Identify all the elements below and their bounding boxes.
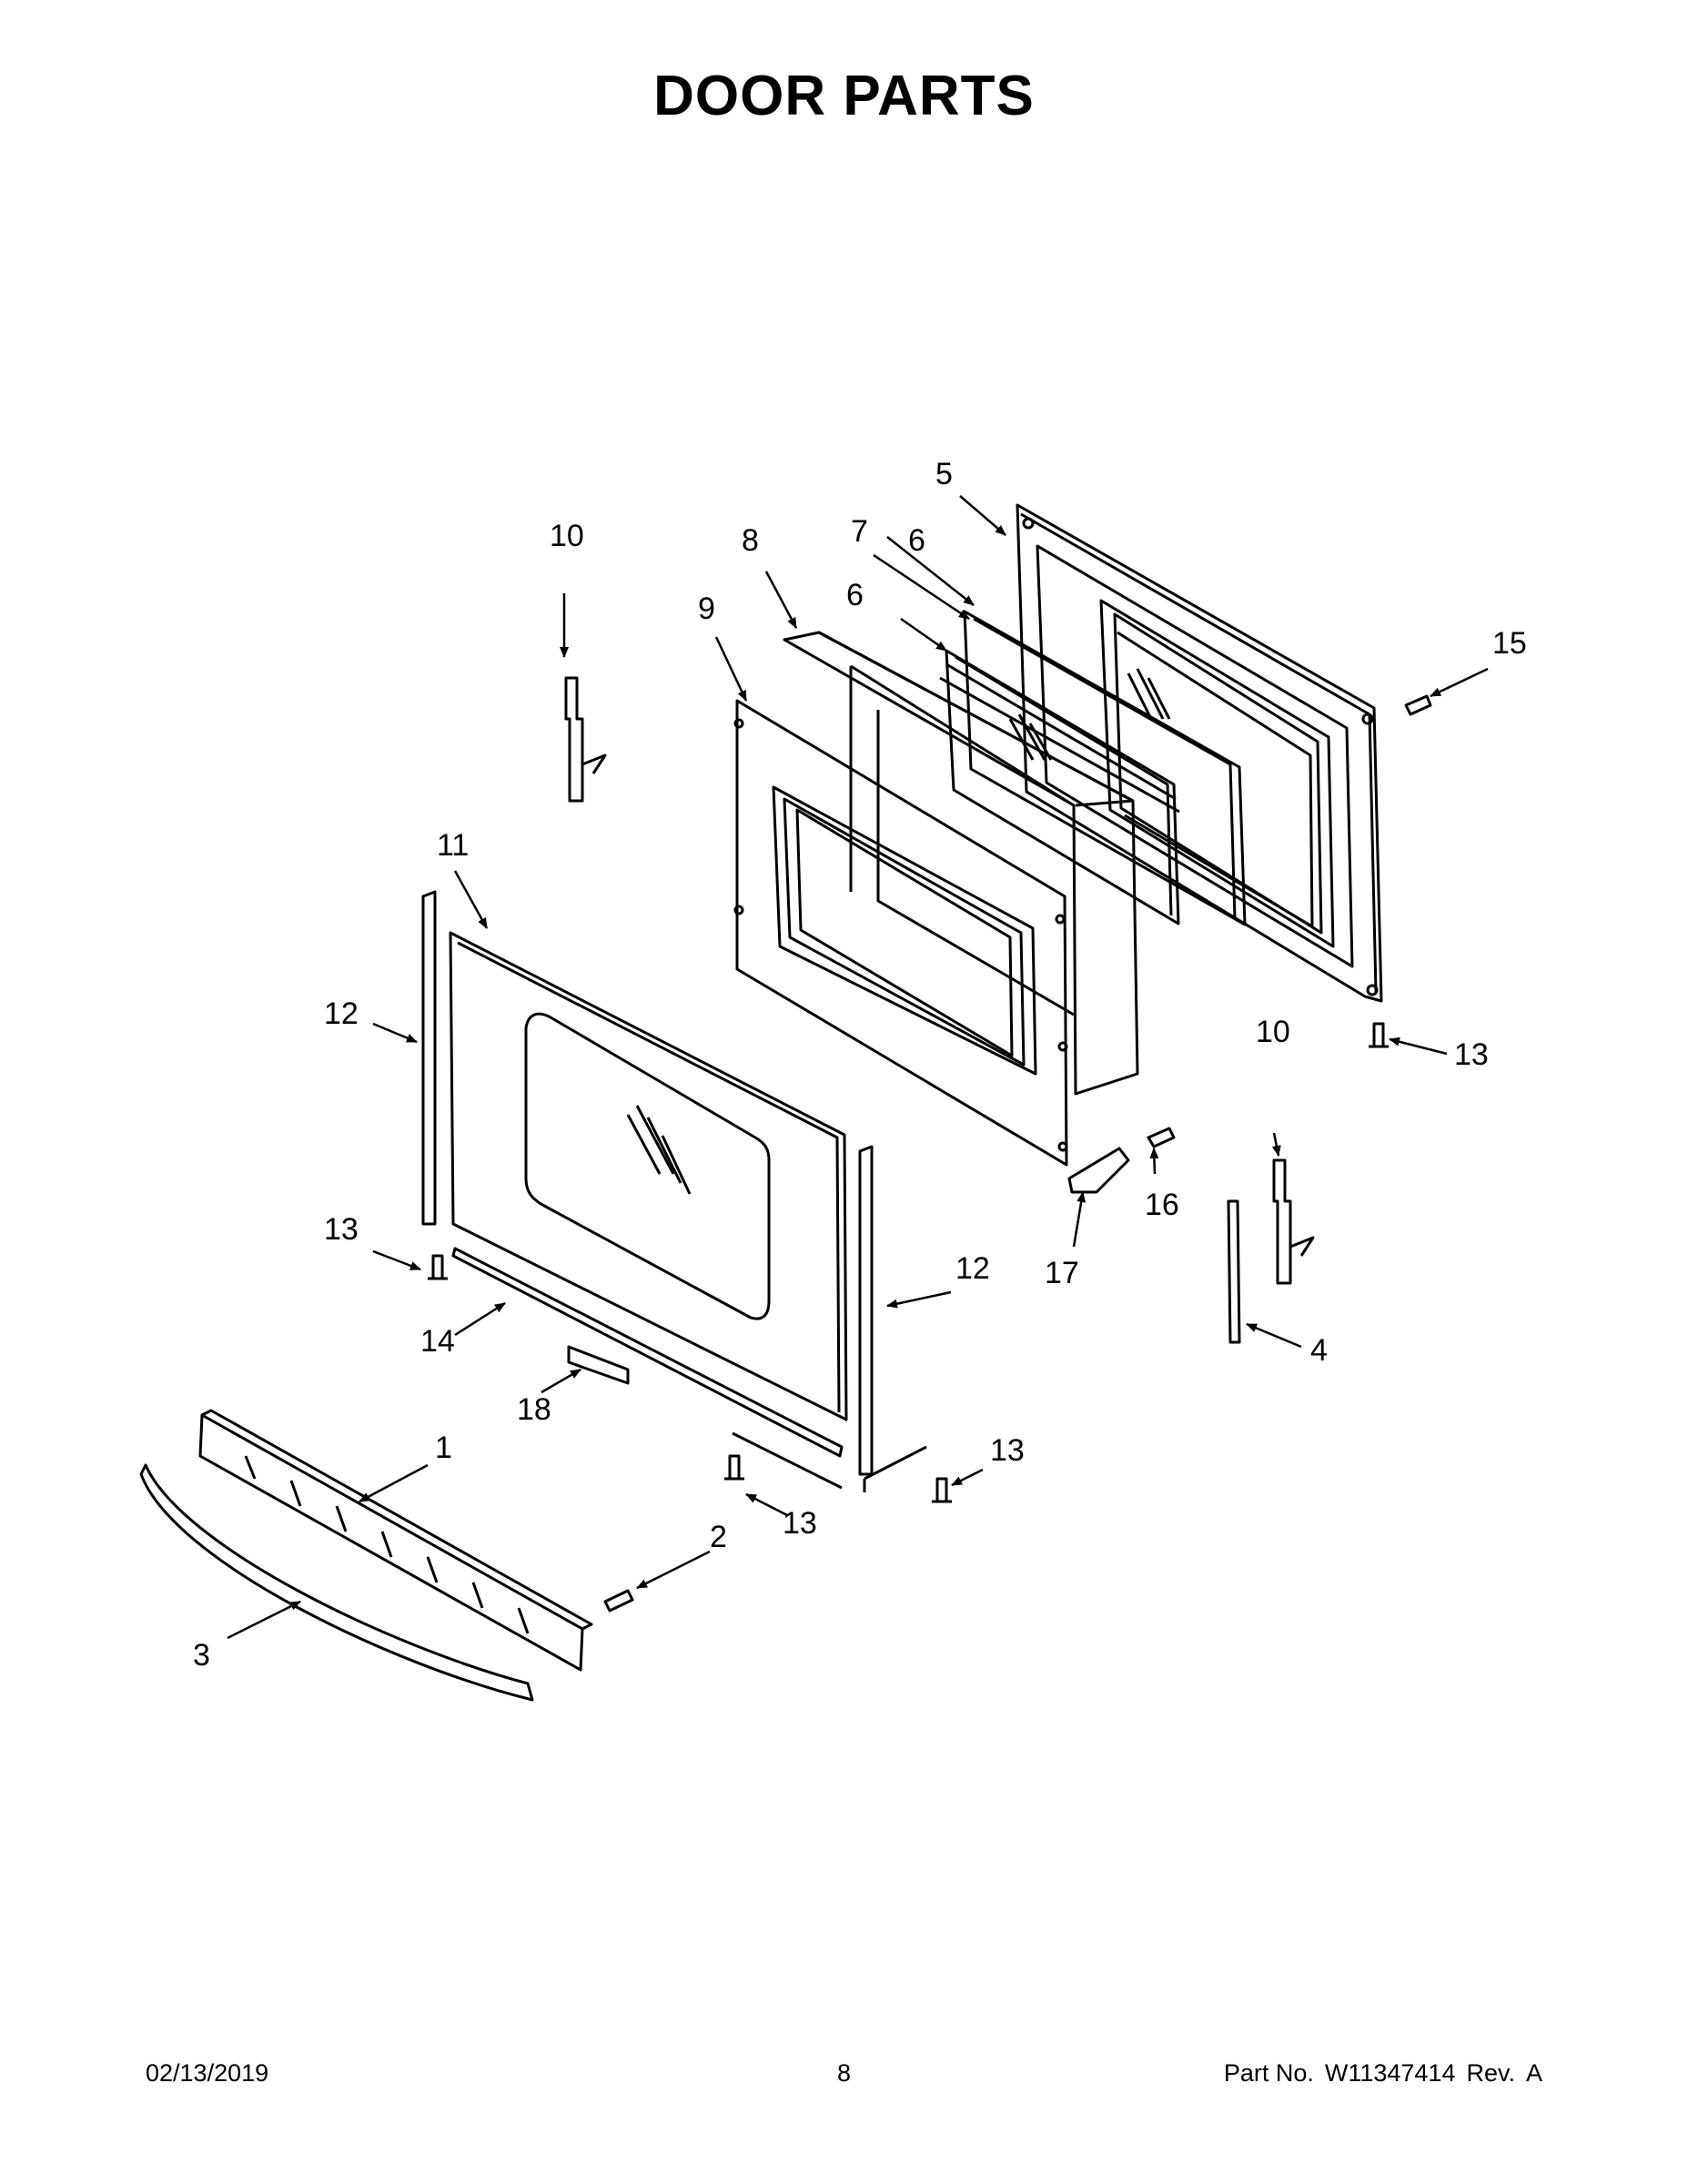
callout-4: 5 (935, 457, 953, 491)
side-trim-left (421, 890, 437, 1226)
callout-2: 2 (710, 1520, 727, 1554)
callout-7: 7 (851, 514, 868, 549)
callout-11: 11 (437, 828, 469, 863)
callout-16: 16 (1145, 1188, 1179, 1222)
callout-12-left: 12 (324, 996, 359, 1031)
door-insulation (783, 631, 1139, 1096)
callout-5: 4 (1310, 1333, 1328, 1368)
callout-12-right: 12 (955, 1251, 990, 1286)
callout-3: 3 (193, 1638, 210, 1673)
footer-part-number: Part No. W11347414 Rev. A (1213, 2059, 1542, 2088)
callout-6-front: 6 (846, 578, 864, 612)
hinge-right (1272, 1158, 1315, 1285)
callout-17: 17 (1045, 1256, 1079, 1290)
callout-1: 1 (435, 1431, 452, 1465)
hinge-left (564, 676, 607, 803)
hinge-strip (1227, 1199, 1241, 1344)
callout-6-rear: 6 (908, 523, 925, 558)
outer-door-panel (449, 931, 848, 1421)
callout-15: 15 (1492, 626, 1527, 661)
callout-13-right: 13 (1454, 1037, 1489, 1072)
callout-13-bottom-right: 13 (990, 1433, 1025, 1468)
hinge-receiver (1067, 1147, 1130, 1194)
footer-date: 02/13/2019 (146, 2059, 269, 2087)
part-label: Part No. (1223, 2059, 1314, 2087)
rev-value: A (1525, 2059, 1542, 2087)
bottom-trim (451, 1247, 844, 1458)
callout-13-left: 13 (324, 1212, 359, 1247)
part-number: W11347414 (1324, 2059, 1456, 2087)
callout-10-top: 10 (550, 519, 584, 553)
callout-14: 14 (420, 1324, 455, 1359)
vent-trim (198, 1409, 593, 1672)
callout-13-bottom: 13 (783, 1506, 817, 1541)
glass-pack-rear (963, 610, 1247, 926)
screw (428, 694, 1432, 1613)
brand-badge (567, 1345, 630, 1385)
glass-pack-front (939, 649, 1180, 925)
side-trim-right (858, 1145, 874, 1476)
callout-9: 9 (698, 592, 715, 626)
rev-label: Rev. (1466, 2059, 1515, 2087)
callout-18: 18 (517, 1392, 551, 1427)
door-handle (139, 1463, 534, 1702)
door-frame (733, 699, 1068, 1167)
inner-door-panel (1016, 503, 1383, 1003)
callout-8: 8 (742, 523, 759, 558)
callout-10-bottom: 10 (1256, 1015, 1290, 1049)
page-title: DOOR PARTS (653, 65, 1035, 127)
footer-page-number: 8 (836, 2059, 852, 2087)
